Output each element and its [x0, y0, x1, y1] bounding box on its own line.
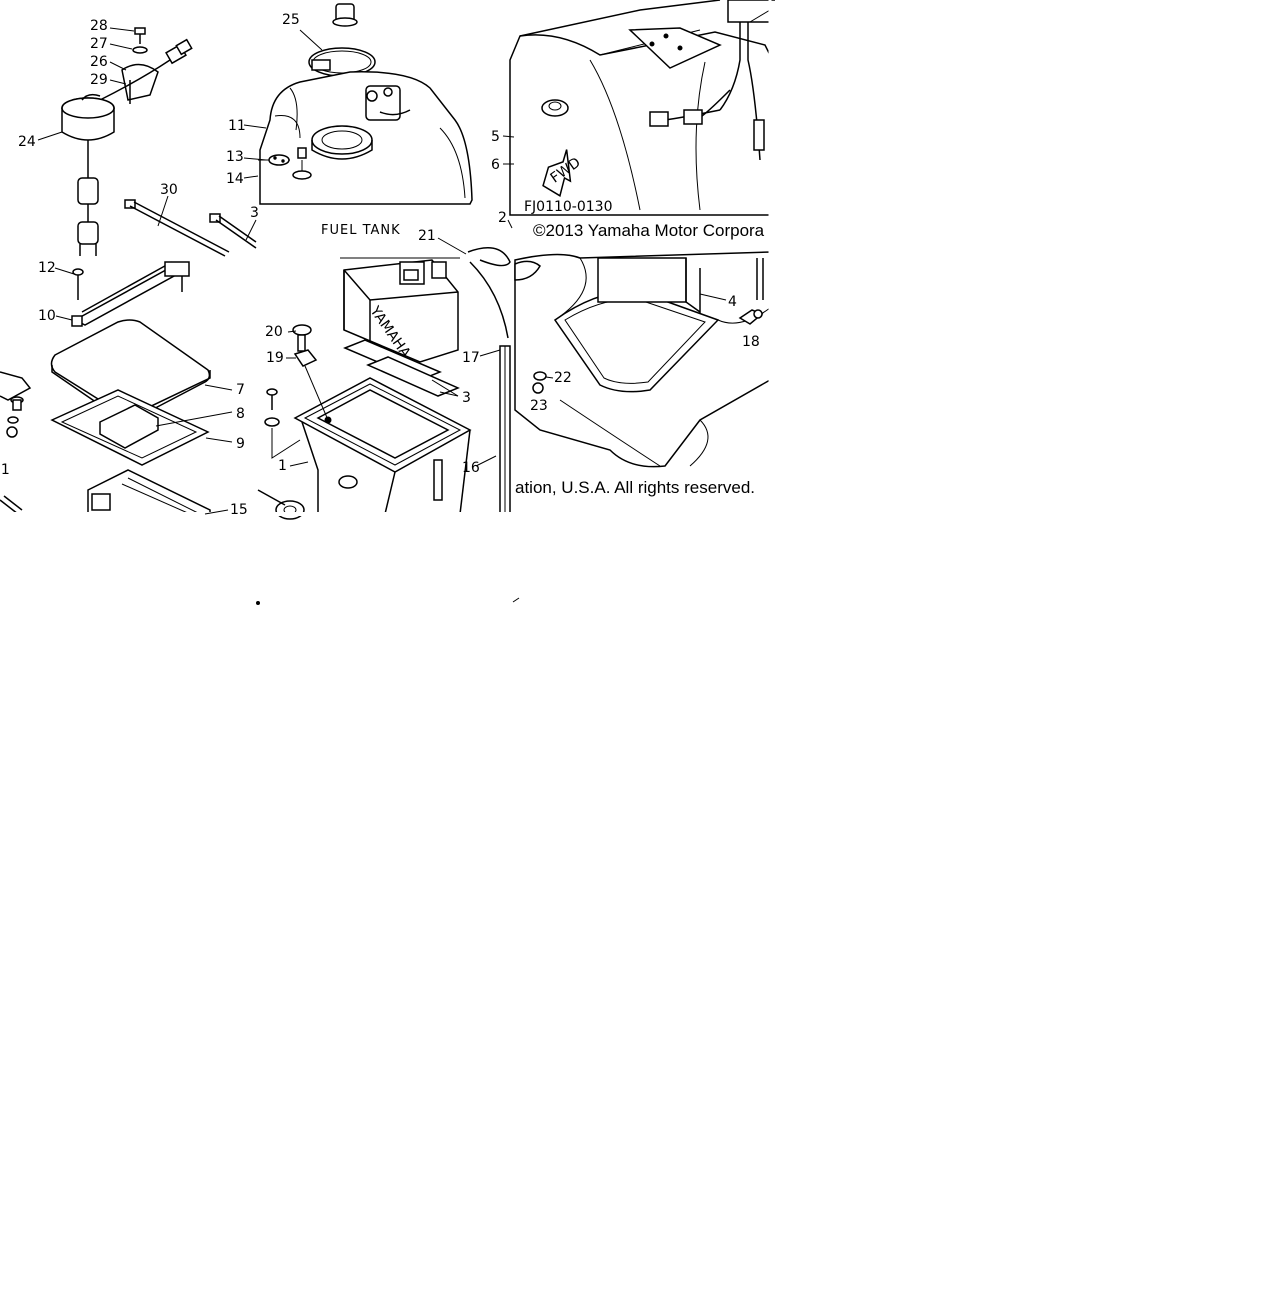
callout-5: 5	[491, 129, 500, 145]
callout-11: 11	[228, 118, 246, 134]
callout-8: 8	[236, 406, 245, 422]
battery-vent-hose	[467, 247, 511, 515]
relay-box	[0, 469, 211, 515]
callout-15: 15	[230, 502, 248, 518]
callout-labels: 28 27 26 29 24 30 3 12 10 7 8 9 31 15 25…	[0, 12, 760, 518]
fuel-sender-assembly	[61, 27, 193, 256]
grommets-13-14	[268, 147, 312, 180]
deck-lower	[514, 251, 771, 468]
callout-27: 27	[90, 36, 108, 52]
callout-19: 19	[266, 350, 284, 366]
callout-24: 24	[18, 134, 36, 150]
copyright-bottom: ation, U.S.A. All rights reserved.	[515, 478, 755, 497]
callout-17: 17	[462, 350, 480, 366]
callout-2: 2	[498, 210, 507, 226]
callout-21: 21	[418, 228, 436, 244]
callout-6: 6	[491, 157, 500, 173]
callout-30: 30	[160, 182, 178, 198]
callout-14: 14	[226, 171, 244, 187]
callout-9: 9	[236, 436, 245, 452]
battery-box	[293, 377, 472, 515]
callout-25: 25	[282, 12, 300, 28]
callout-23: 23	[530, 398, 548, 414]
crop-edges	[0, 0, 772, 605]
deck-and-harness	[509, 0, 775, 216]
callout-4: 4	[728, 294, 737, 310]
leader-lines	[37, 27, 727, 515]
callout-20: 20	[265, 324, 283, 340]
callout-3-bottom: 3	[462, 390, 471, 406]
callout-3-top: 3	[250, 205, 259, 221]
battery-tray-pad	[50, 389, 210, 466]
copyright-top: ©2013 Yamaha Motor Corpora	[533, 221, 765, 240]
callout-10: 10	[38, 308, 56, 324]
callout-12: 12	[38, 260, 56, 276]
callout-26: 26	[90, 54, 108, 70]
fuel-tank-caption: FUEL TANK	[321, 223, 401, 238]
callout-16: 16	[462, 460, 480, 476]
fuel-tank	[258, 3, 473, 205]
callout-18: 18	[742, 334, 760, 350]
diagram-code: FJ0110-0130	[524, 199, 613, 215]
screws-19-20	[264, 324, 329, 459]
callout-31: 31	[0, 462, 10, 478]
battery-pads	[343, 339, 460, 397]
battery-hold-down-band	[71, 261, 190, 327]
callout-13: 13	[226, 149, 244, 165]
callout-28: 28	[90, 18, 108, 34]
callout-1: 1	[278, 458, 287, 474]
ground-bracket-parts	[0, 371, 32, 438]
callout-29: 29	[90, 72, 108, 88]
cable-ties	[124, 199, 257, 257]
callout-7: 7	[236, 382, 245, 398]
callout-22: 22	[554, 370, 572, 386]
